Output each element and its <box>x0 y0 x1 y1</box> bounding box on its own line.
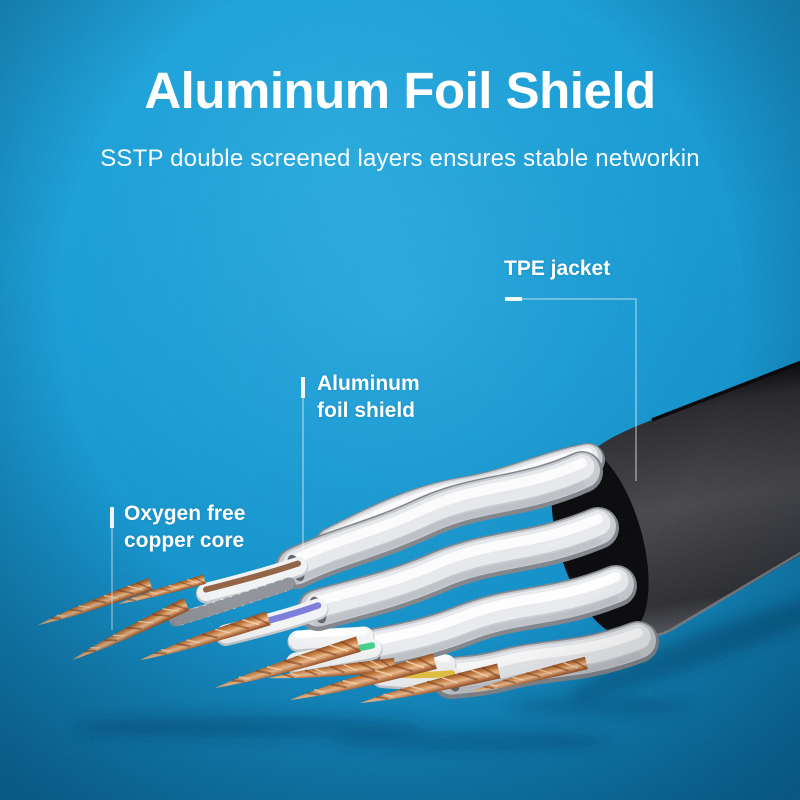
label-copper-core: Oxygen free copper core <box>124 500 245 554</box>
label-copper-core-line2: copper core <box>124 529 245 552</box>
label-tpe-jacket: TPE jacket <box>504 255 610 282</box>
label-tpe-jacket-text: TPE jacket <box>504 257 611 280</box>
label-aluminum-foil-line2: foil shield <box>317 399 416 422</box>
label-aluminum-foil: Aluminum foil shield <box>317 370 420 424</box>
page-subtitle: SSTP double screened layers ensures stab… <box>100 145 700 172</box>
page-title: Aluminum Foil Shield <box>144 62 656 119</box>
label-aluminum-foil-line1: Aluminum <box>317 372 420 395</box>
label-copper-core-line1: Oxygen free <box>124 502 246 525</box>
